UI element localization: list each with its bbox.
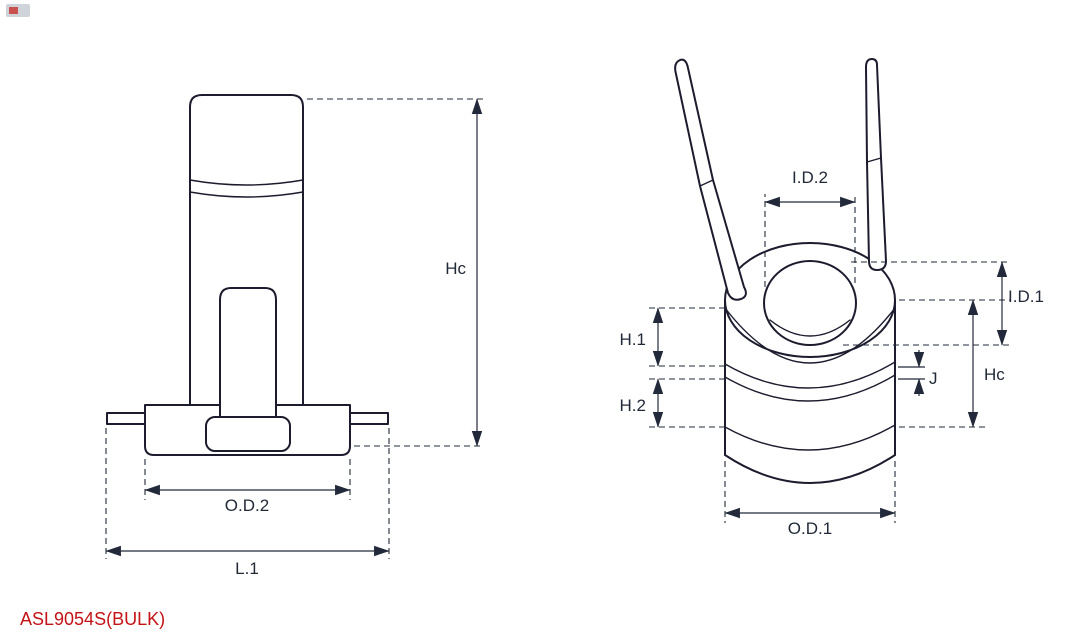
perspective-view: I.D.2 I.D.1 H.1 H.2 xyxy=(620,58,1044,538)
dimension-j: J xyxy=(898,350,938,396)
shaft-groove-line-upper xyxy=(189,179,304,186)
dim-label-j: J xyxy=(929,369,938,388)
dimension-l1: L.1 xyxy=(105,428,390,578)
side-view: Hc O.D.2 L.1 xyxy=(105,94,484,578)
dimension-od1: O.D.1 xyxy=(724,461,896,538)
groove-upper-line xyxy=(724,361,896,389)
dim-label-hc-perspective: Hc xyxy=(984,365,1005,384)
part-number: ASL9054S(BULK) xyxy=(20,609,165,629)
dim-label-id2: I.D.2 xyxy=(792,168,828,187)
bore-opening xyxy=(763,260,857,346)
flange-recess xyxy=(205,416,291,452)
dimension-id2: I.D.2 xyxy=(764,168,856,287)
left-terminal-tab xyxy=(106,412,146,425)
lead-wire-right xyxy=(865,58,887,271)
groove-lower-line xyxy=(724,374,896,402)
dim-label-h1: H.1 xyxy=(620,330,646,349)
shaft-outline xyxy=(189,94,304,406)
dim-label-hc-side: Hc xyxy=(445,259,466,278)
lead-wire-left xyxy=(674,58,747,301)
dim-label-od2: O.D.2 xyxy=(225,496,269,515)
dimension-hc-perspective: Hc xyxy=(899,299,1010,428)
shaft-groove-line-lower xyxy=(189,191,304,198)
bore-inner-wall-line xyxy=(769,319,851,337)
top-rim-chamfer-line xyxy=(724,307,896,364)
flange-outline xyxy=(144,404,351,456)
dimension-h1: H.1 xyxy=(620,307,728,367)
lead-wire-right-bend-line xyxy=(866,157,882,163)
cylinder-bottom-edge xyxy=(724,454,896,484)
right-terminal-tab xyxy=(349,412,389,425)
brand-logo-mark xyxy=(6,4,30,17)
dim-label-id1: I.D.1 xyxy=(1008,287,1044,306)
dim-label-h2: H.2 xyxy=(620,396,646,415)
dimension-hc-side: Hc xyxy=(307,98,484,447)
dim-label-l1: L.1 xyxy=(235,559,259,578)
dimension-od2: O.D.2 xyxy=(144,459,351,515)
center-slot-outline xyxy=(219,287,277,418)
dimension-id1: I.D.1 xyxy=(843,261,1044,346)
dim-label-od1: O.D.1 xyxy=(788,519,832,538)
dimension-h2: H.2 xyxy=(620,378,728,428)
lead-wire-left-bend-line xyxy=(699,179,714,187)
ring2-bottom-line xyxy=(724,424,896,451)
